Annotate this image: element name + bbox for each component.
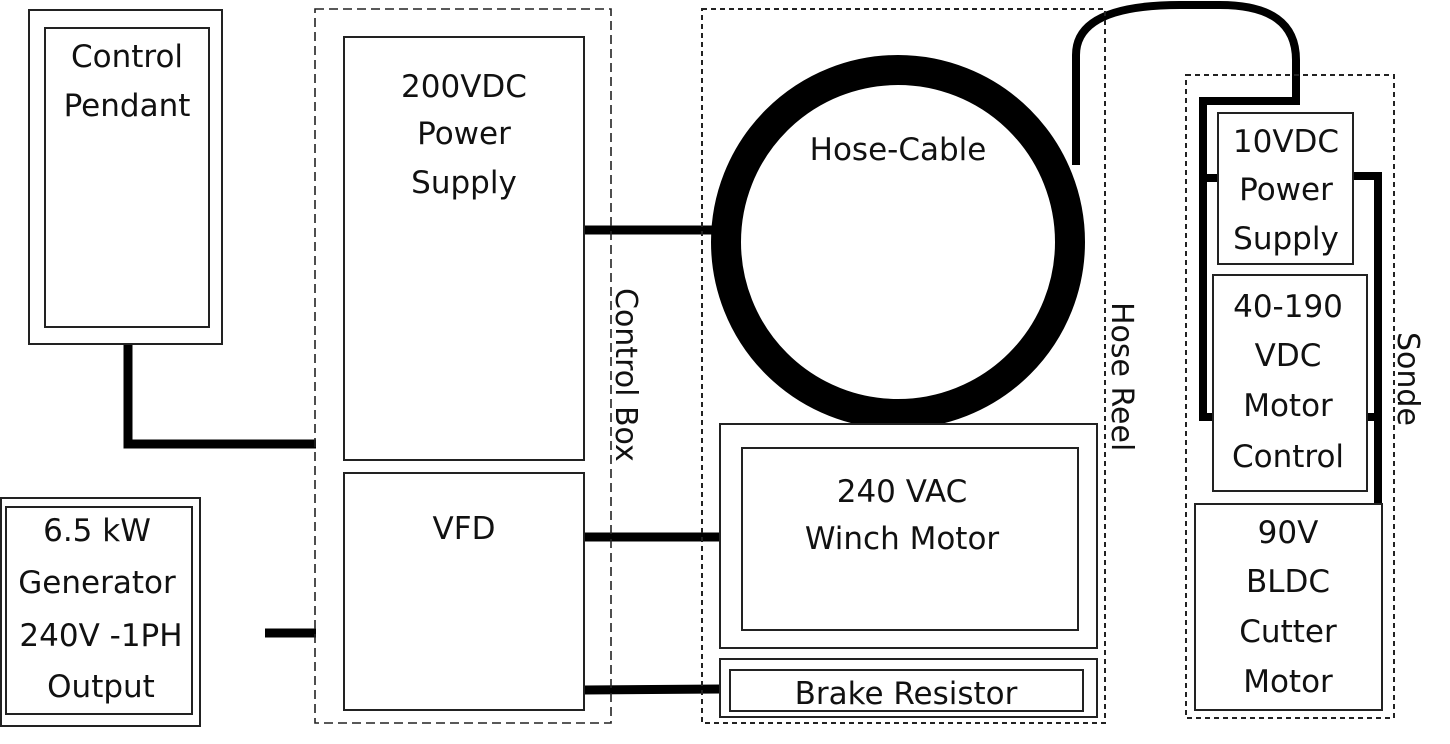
motor-control-label-line4: Control <box>1232 439 1344 475</box>
winch-motor-label-line1: 240 VAC <box>837 474 968 510</box>
motor-control-block[interactable] <box>1212 274 1368 492</box>
wire-vfd-to-brake-resistor <box>583 684 722 695</box>
sonde-group <box>1185 74 1395 719</box>
power-supply-10vdc-block[interactable] <box>1217 112 1354 265</box>
brake-resistor-label: Brake Resistor <box>795 676 1018 712</box>
control-pendant-block[interactable] <box>44 27 210 328</box>
motor-control-label-line2: VDC <box>1255 338 1322 374</box>
control-box-label: Control Box <box>608 288 643 462</box>
power-supply-10vdc-label-line1: 10VDC <box>1233 124 1339 160</box>
sonde-group-label: Sonde <box>1390 332 1425 426</box>
vfd-block[interactable] <box>343 472 585 711</box>
control-box-group <box>314 8 612 724</box>
cutter-motor-label-line1: 90V <box>1258 515 1319 551</box>
winch-motor-label-line2: Winch Motor <box>805 521 1000 557</box>
wire-pendant-to-control-box <box>123 345 316 449</box>
control-pendant-label-line1: Control <box>71 39 183 75</box>
hose-cable-coil-icon <box>711 55 1085 429</box>
cutter-motor-label-line3: Cutter <box>1239 614 1337 650</box>
power-supply-200vdc-label-line1: 200VDC <box>401 69 527 105</box>
hose-reel-label: Hose Reel <box>1104 302 1139 451</box>
vfd-label: VFD <box>433 511 496 547</box>
power-supply-10vdc-label-line2: Power <box>1239 172 1333 208</box>
hose-cable-to-sonde-line <box>1072 0 1300 421</box>
cutter-motor-block[interactable] <box>1194 503 1383 711</box>
winch-motor-block[interactable] <box>741 447 1079 631</box>
cutter-motor-label-line4: Motor <box>1243 664 1333 700</box>
motor-control-label-line1: 40-190 <box>1233 289 1343 325</box>
wire-10vdc-to-cutter <box>1353 172 1382 505</box>
motor-control-label-line3: Motor <box>1243 388 1333 424</box>
generator-label-line1: 6.5 kW <box>43 513 151 549</box>
power-supply-200vdc-label-line2: Power <box>417 116 511 152</box>
power-supply-200vdc-block[interactable] <box>343 36 585 461</box>
hose-reel-group <box>701 8 1106 724</box>
cutter-motor-label-line2: BLDC <box>1246 564 1330 600</box>
power-supply-10vdc-label-line3: Supply <box>1233 221 1339 257</box>
generator-label-line3: 240V -1PH <box>19 618 182 654</box>
generator-label-line2: Generator <box>18 565 176 601</box>
hose-cable-label: Hose-Cable <box>810 132 987 168</box>
brake-resistor-block[interactable] <box>729 669 1084 712</box>
generator-block[interactable] <box>5 506 193 715</box>
power-supply-200vdc-label-line3: Supply <box>411 165 517 201</box>
generator-label-line4: Output <box>47 669 155 705</box>
control-pendant-label-line2: Pendant <box>64 88 191 124</box>
